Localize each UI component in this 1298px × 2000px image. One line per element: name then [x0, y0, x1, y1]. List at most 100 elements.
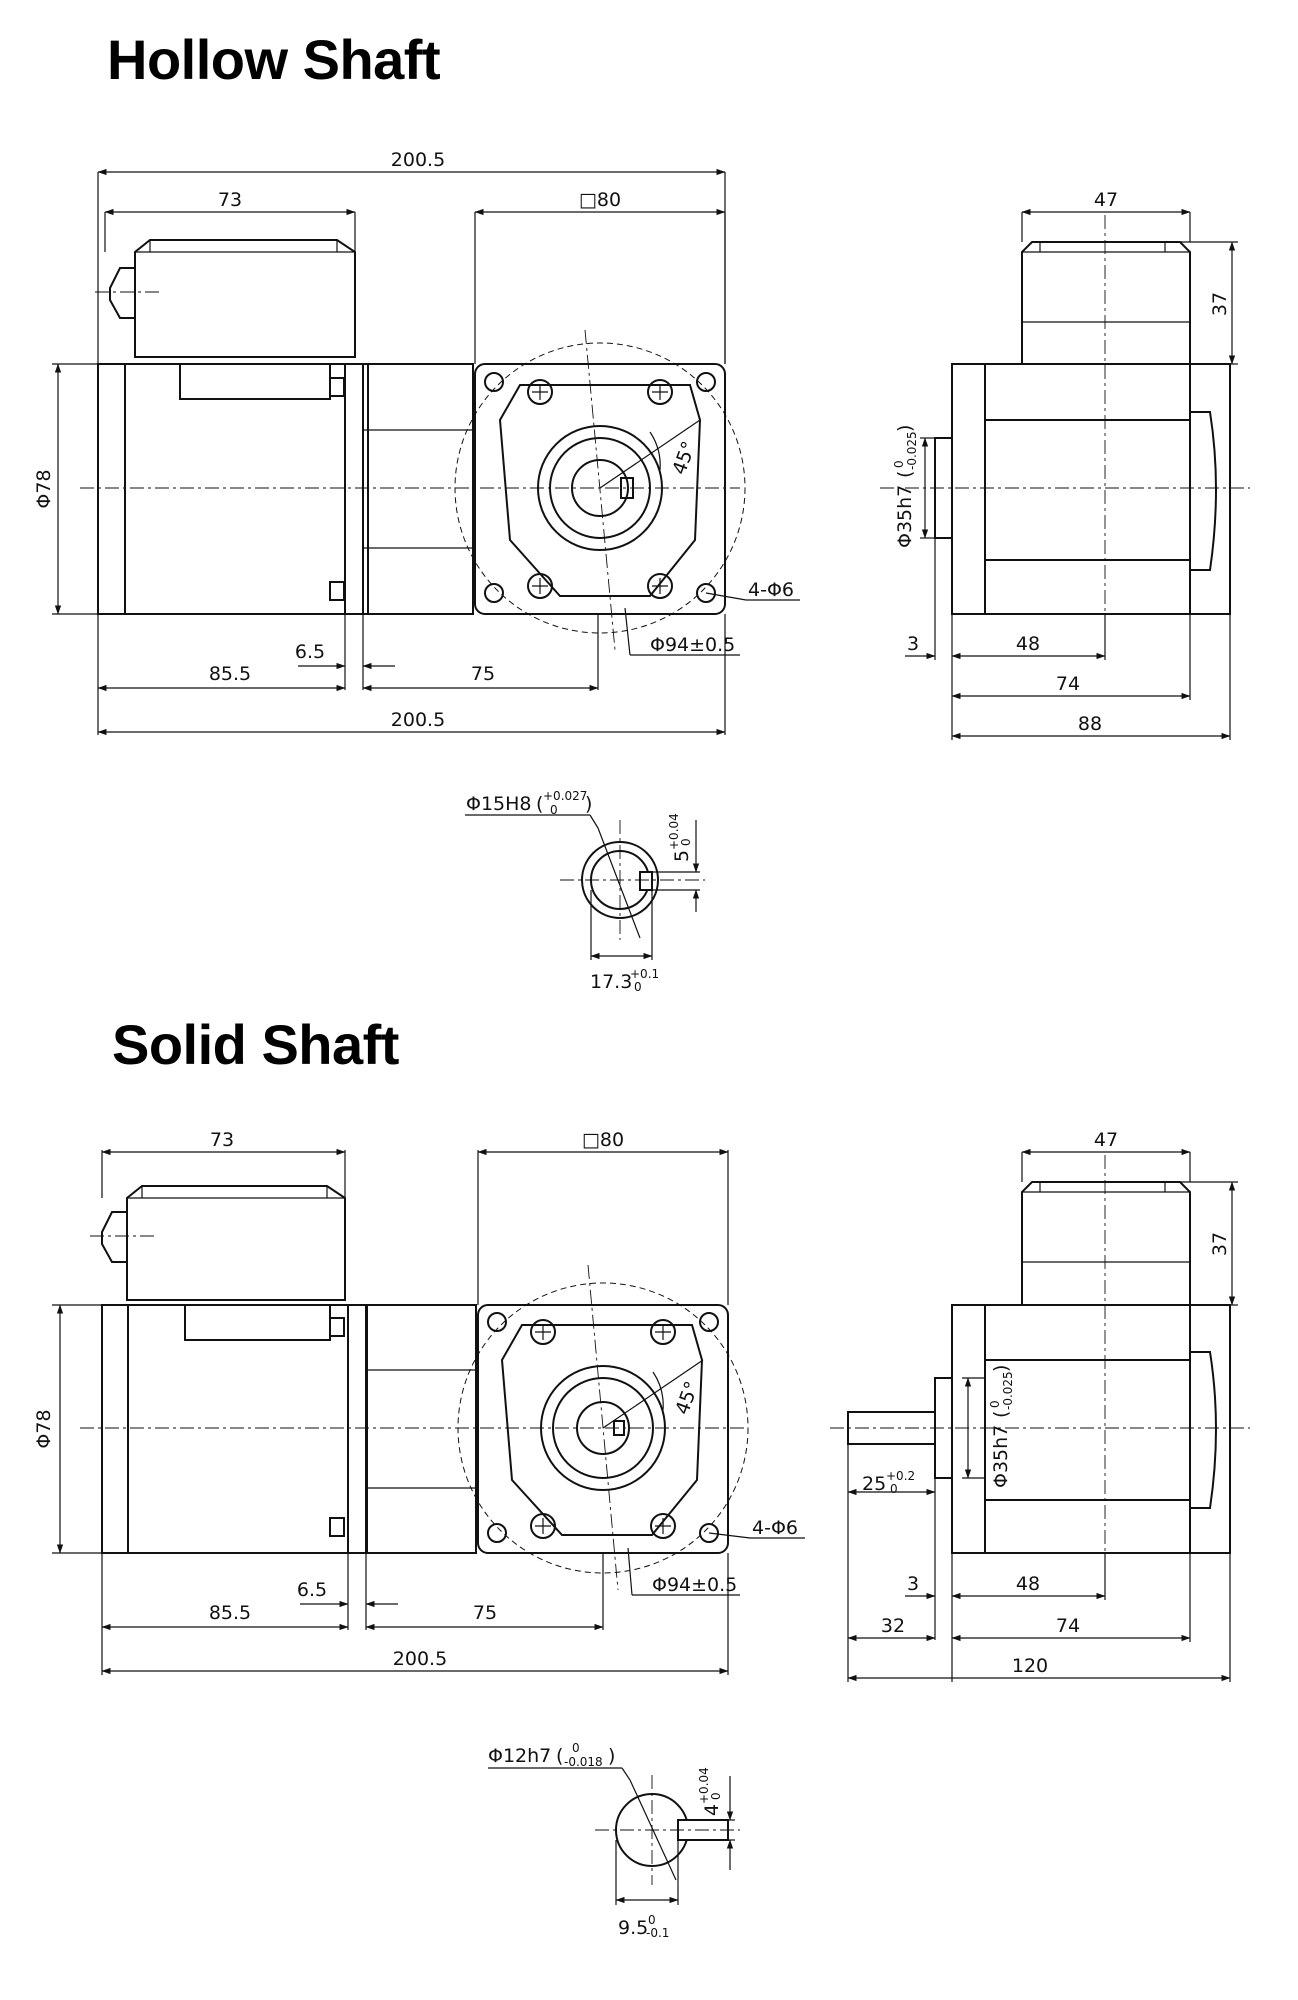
solid-dimensions — [52, 1148, 805, 1675]
solid-dim-square: □80 — [582, 1129, 624, 1151]
solid-dim-gear: 75 — [473, 1602, 497, 1624]
solid-side-top: 47 — [1094, 1129, 1118, 1151]
hollow-side-height: 37 — [1209, 292, 1231, 316]
hollow-side-view — [880, 215, 1250, 660]
solid-flange — [347, 1304, 367, 1554]
solid-dim-overall-bottom: 200.5 — [393, 1648, 447, 1670]
hollow-square-flange — [474, 363, 726, 615]
solid-side-120: 120 — [1012, 1655, 1048, 1677]
svg-text:): ) — [990, 1365, 1012, 1372]
solid-dim-flange: 6.5 — [297, 1579, 327, 1601]
hollow-gear-housing — [362, 363, 474, 615]
hollow-dim-gear: 75 — [471, 663, 495, 685]
svg-text:(: ( — [556, 1745, 563, 1767]
solid-dim-pcd: Φ94±0.5 — [652, 1574, 737, 1596]
solid-shaft-dia: Φ12h7 — [488, 1745, 551, 1767]
hollow-flange — [344, 363, 364, 615]
hollow-dim-motor: 85.5 — [209, 663, 251, 685]
solid-square-flange — [477, 1304, 729, 1554]
solid-gear-housing — [365, 1304, 477, 1554]
solid-dim-gearbox-top: 73 — [210, 1129, 234, 1151]
hollow-dim-pcd: Φ94±0.5 — [650, 634, 735, 656]
hollow-key-width: 5 — [671, 850, 693, 862]
solid-side-3: 3 — [907, 1573, 919, 1595]
solid-dim-motor-diameter: Φ78 — [33, 1409, 55, 1448]
hollow-terminal-box — [134, 239, 356, 358]
hollow-key-depth-tol-upper: +0.1 — [630, 967, 659, 981]
svg-text:(: ( — [894, 471, 916, 478]
hollow-side-bore: Φ35h7 — [894, 485, 916, 548]
hollow-dim-angle: 45° — [668, 438, 700, 477]
hollow-side-48: 48 — [1016, 633, 1040, 655]
hollow-shaft-detail — [465, 814, 705, 960]
hollow-side-3: 3 — [907, 633, 919, 655]
solid-side-bore-tol-upper: 0 — [988, 1400, 1002, 1408]
hollow-side-bore-tol-lower: -0.025 — [905, 431, 919, 470]
solid-key-depth-tol-lower: -0.1 — [646, 1926, 669, 1940]
hollow-shaft-title: Hollow Shaft — [107, 28, 441, 91]
solid-shaft-dia-tol-lower: -0.018 — [564, 1755, 603, 1769]
solid-side-view — [830, 1155, 1250, 1600]
hollow-shaft-bore: Φ15H8 — [466, 793, 532, 815]
solid-side-shaft-len: 25 — [862, 1473, 886, 1495]
solid-key-width-tol-lower: 0 — [709, 1792, 723, 1800]
solid-shaft-dia-tol-upper: 0 — [572, 1741, 580, 1755]
solid-side-bore-tol-lower: -0.025 — [1001, 1371, 1015, 1410]
solid-front-view — [80, 1185, 749, 1591]
solid-terminal-box — [126, 1185, 346, 1301]
hollow-side-dimensions — [905, 208, 1238, 740]
svg-text:(: ( — [990, 1411, 1012, 1418]
hollow-shaft-labels: Φ15H8 ( +0.027 0 ) 5 +0.04 0 17.3 +0.1 0 — [466, 789, 693, 994]
solid-dim-motor: 85.5 — [209, 1602, 251, 1624]
solid-side-labels: 47 37 Φ35h7 ( 0 -0.025 ) 25 +0.2 0 3 48 … — [862, 1129, 1231, 1677]
solid-side-height: 37 — [1209, 1232, 1231, 1256]
hollow-dim-square: □80 — [579, 189, 621, 211]
hollow-shaft-bore-tol-lower: 0 — [550, 803, 558, 817]
hollow-side-88: 88 — [1078, 713, 1102, 735]
svg-text:): ) — [585, 793, 592, 815]
svg-text:(: ( — [536, 793, 543, 815]
hollow-key-width-tol-upper: +0.04 — [667, 813, 681, 850]
solid-shaft-title: Solid Shaft — [112, 1013, 399, 1076]
svg-text:): ) — [608, 1745, 615, 1767]
solid-side-48: 48 — [1016, 1573, 1040, 1595]
hollow-dimension-labels: 200.5 73 □80 Φ78 45° 4-Φ6 Φ94±0.5 6.5 85… — [33, 149, 794, 731]
solid-motor-body — [101, 1304, 368, 1554]
solid-dimension-labels: 73 □80 Φ78 45° 4-Φ6 Φ94±0.5 6.5 85.5 75 … — [33, 1129, 798, 1670]
hollow-dim-holes: 4-Φ6 — [748, 579, 794, 601]
hollow-side-top: 47 — [1094, 189, 1118, 211]
hollow-motor-body — [97, 363, 369, 615]
hollow-dimensions — [52, 168, 800, 736]
hollow-motor-endcap — [98, 363, 126, 615]
solid-shaft-detail — [488, 1767, 740, 1905]
solid-key-width: 4 — [701, 1804, 723, 1816]
hollow-dim-overall-top: 200.5 — [391, 149, 445, 171]
solid-side-shaft-len-tol-lower: 0 — [890, 1482, 898, 1496]
solid-key-depth-tol-upper: 0 — [648, 1913, 656, 1927]
solid-shaft-labels: Φ12h7 ( 0 -0.018 ) 4 +0.04 0 9.5 0 -0.1 — [488, 1741, 723, 1940]
solid-dim-angle: 45° — [671, 1378, 703, 1417]
solid-side-dimensions — [847, 1148, 1238, 1682]
hollow-dim-flange: 6.5 — [295, 641, 325, 663]
hollow-key-width-tol-lower: 0 — [679, 838, 693, 846]
svg-text:): ) — [894, 425, 916, 432]
hollow-front-view — [80, 239, 746, 651]
solid-cable-gland — [101, 1211, 127, 1263]
hollow-side-bore-tol-upper: 0 — [892, 460, 906, 468]
hollow-shaft-bore-tol-upper: +0.027 — [543, 789, 587, 803]
hollow-cable-gland — [109, 267, 135, 319]
hollow-dim-motor-diameter: Φ78 — [33, 469, 55, 508]
hollow-dim-overall-bottom: 200.5 — [391, 709, 445, 731]
hollow-dim-gearbox-top: 73 — [218, 189, 242, 211]
solid-side-bore: Φ35h7 — [990, 1425, 1012, 1488]
solid-key-width-tol-upper: +0.04 — [697, 1767, 711, 1804]
solid-side-74: 74 — [1056, 1615, 1080, 1637]
solid-side-32: 32 — [881, 1615, 905, 1637]
solid-key-depth: 9.5 — [618, 1917, 648, 1939]
solid-dim-holes: 4-Φ6 — [752, 1517, 798, 1539]
hollow-key-depth-tol-lower: 0 — [634, 980, 642, 994]
hollow-side-74: 74 — [1056, 673, 1080, 695]
hollow-key-depth: 17.3 — [590, 971, 632, 993]
hollow-side-labels: 47 37 Φ35h7 ( 0 -0.025 ) 3 48 74 88 — [892, 189, 1231, 735]
